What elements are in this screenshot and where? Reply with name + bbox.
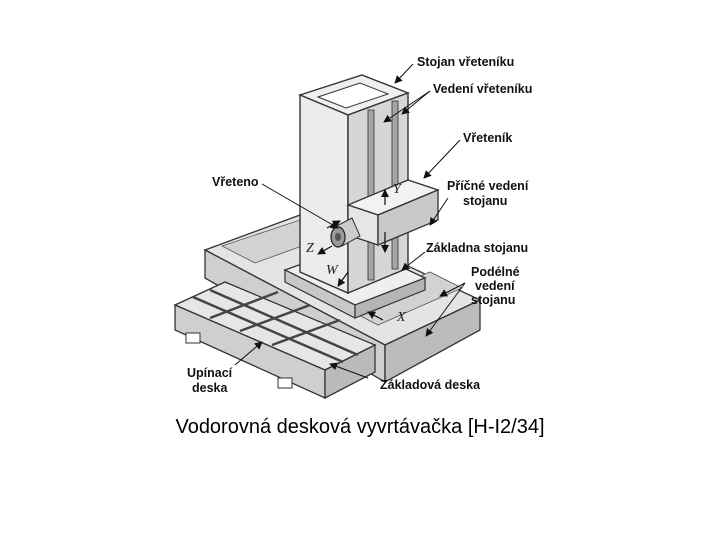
label-zakladna-stojanu: Základna stojanu — [426, 241, 528, 255]
label-podelne-vedeni-line2: vedení — [475, 279, 515, 293]
label-pricne-vedeni-line1: Příčné vedení — [447, 179, 529, 193]
label-pricne-vedeni-line2: stojanu — [463, 194, 507, 208]
leader-lines — [234, 63, 466, 379]
axis-label-w: W — [326, 263, 339, 278]
figure-caption: Vodorovná desková vyvrtávačka [H-I2/34] — [175, 416, 545, 438]
column — [297, 74, 410, 295]
label-podelne-vedeni-line1: Podélné — [471, 265, 520, 279]
axis-label-x: X — [396, 310, 406, 325]
label-vretenik: Vřeteník — [463, 131, 512, 145]
label-vreteno: Vřeteno — [212, 175, 259, 189]
label-stojan-vreteniku: Stojan vřeteníku — [417, 55, 514, 69]
axis-label-z: Z — [306, 241, 314, 256]
t-slots — [192, 288, 359, 364]
label-zakladova-deska: Základová deska — [380, 378, 481, 392]
slot-end-marker — [185, 332, 201, 344]
slot-end-marker — [277, 377, 293, 389]
axis-label-y: Y — [393, 182, 403, 197]
label-podelne-vedeni-line3: stojanu — [471, 293, 515, 307]
label-upinaci-deska-line1: Upínací — [187, 366, 233, 380]
label-vedeni-vreteniku: Vedení vřeteníku — [433, 82, 532, 96]
label-upinaci-deska-line2: deska — [192, 381, 228, 395]
